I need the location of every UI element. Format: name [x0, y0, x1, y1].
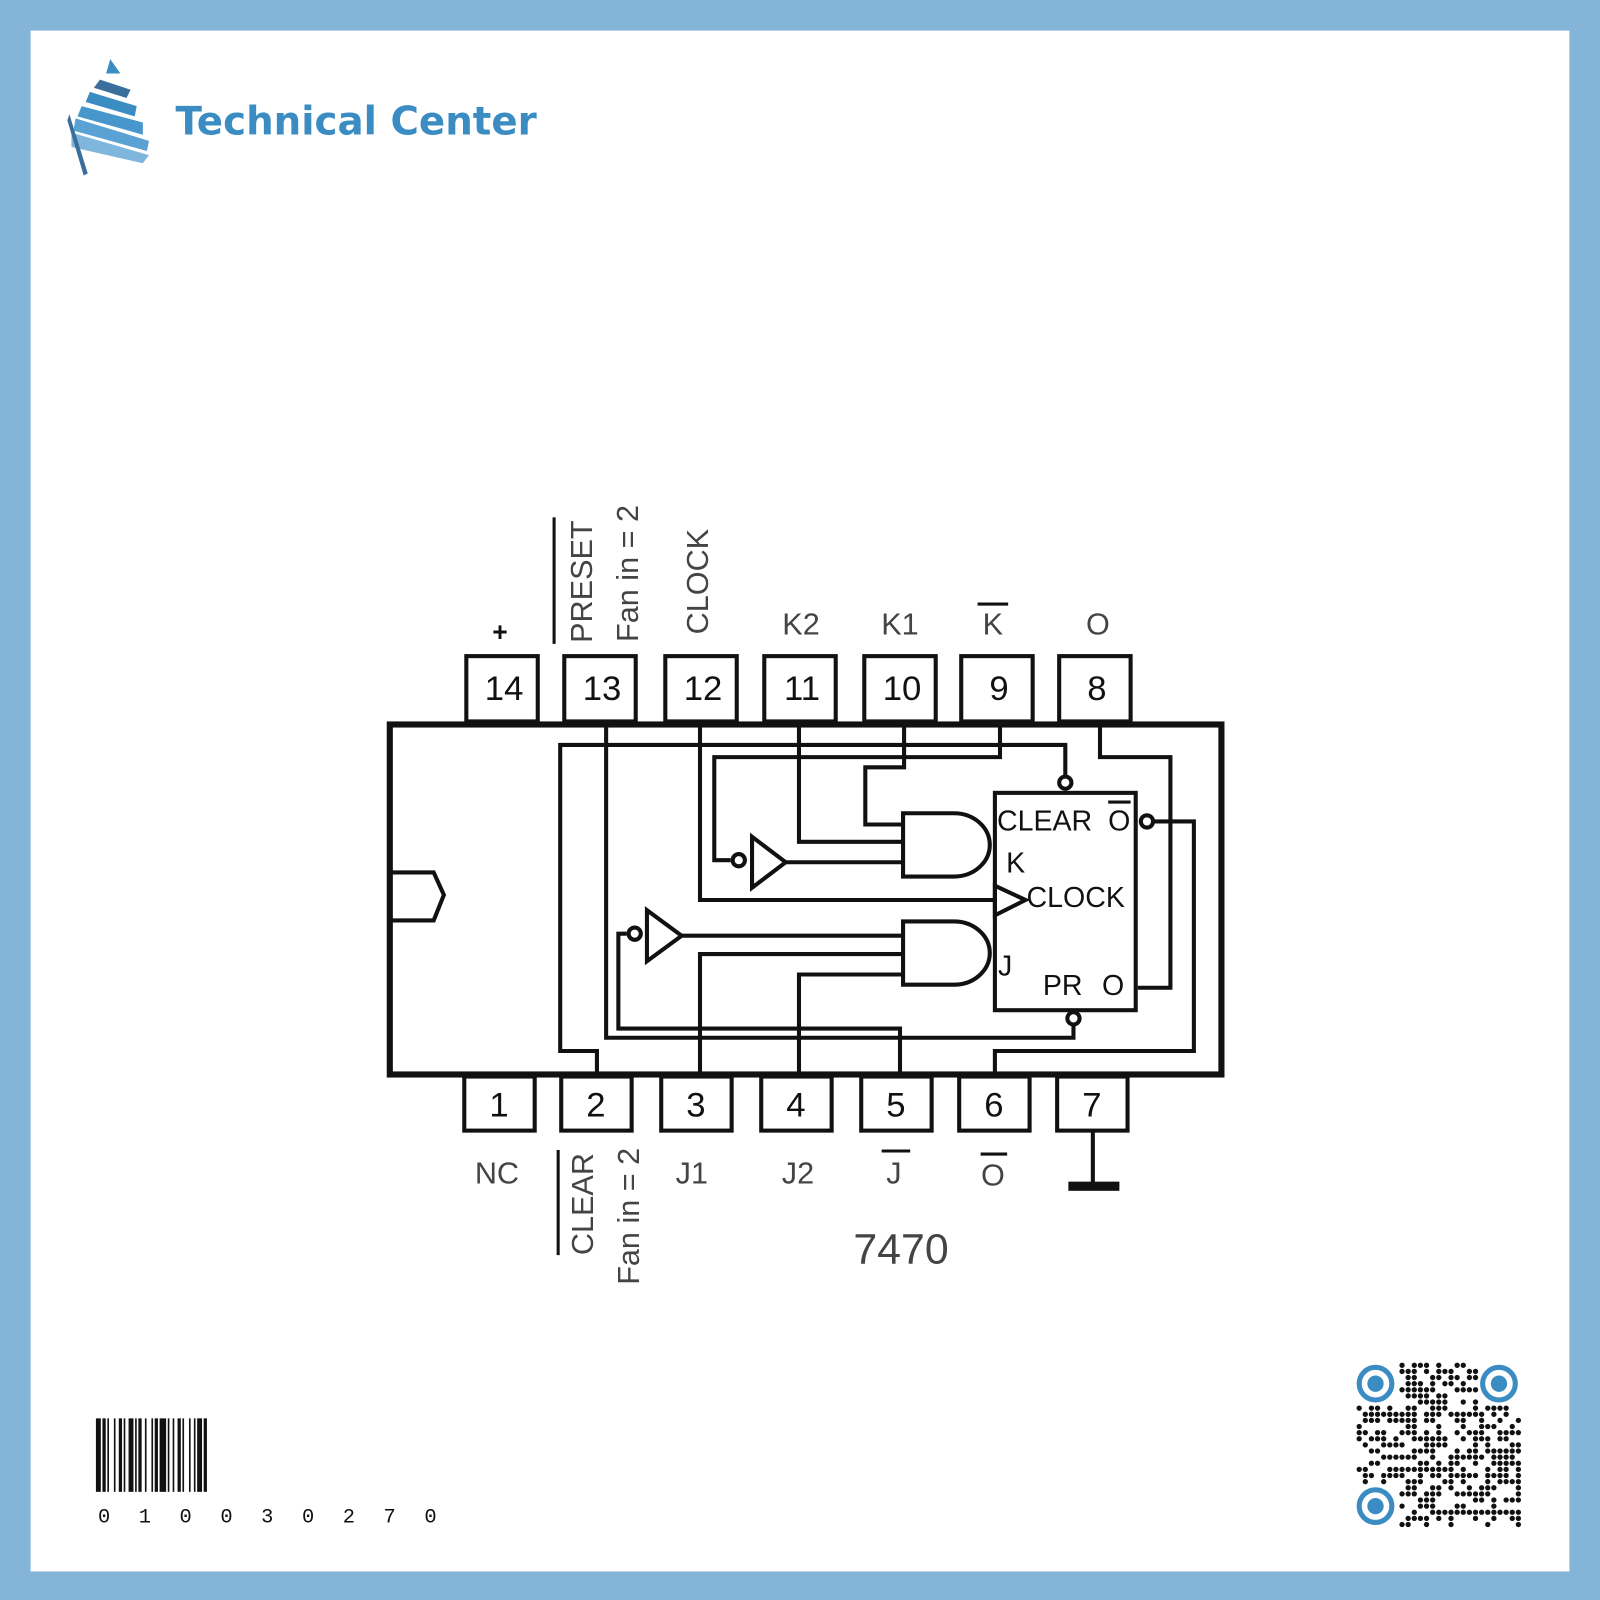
j2-label: J2 [782, 1157, 814, 1191]
qr-finder [1356, 1487, 1395, 1525]
barcode-bar [113, 1418, 116, 1492]
and-gate-j [901, 919, 992, 987]
k1-label: K1 [881, 608, 918, 642]
logo-mark-icon [67, 59, 149, 176]
pin-number: 6 [984, 1086, 1003, 1124]
and-gate-k [901, 811, 992, 879]
ff-k-label: K [1006, 847, 1025, 879]
barcode-bar [188, 1418, 191, 1492]
preset-fanin-label: Fan in = 2 [611, 505, 645, 642]
pin-number: 7 [1082, 1086, 1101, 1124]
barcode-bar [123, 1418, 126, 1492]
clock-label: CLOCK [681, 528, 715, 634]
pin-number: 3 [686, 1086, 705, 1124]
wiring: CLEAR O K CLOCK J PR O [558, 722, 1196, 1075]
nc-label: NC [475, 1157, 519, 1191]
barcode-number: 0 1 0 0 3 0 2 7 0 [98, 1506, 445, 1529]
pin-number: 10 [883, 670, 922, 708]
pin-number: 13 [583, 670, 622, 708]
barcode-bar [197, 1418, 203, 1492]
barcode-bar [159, 1418, 167, 1492]
ff-qbar-label: O [1108, 806, 1130, 838]
brand-logo: Technical Center [67, 59, 537, 176]
k2-label: K2 [782, 608, 819, 642]
pin-3: 3 [659, 1074, 734, 1133]
ff-clock-label: CLOCK [1027, 882, 1125, 914]
pin-number: 9 [989, 670, 1008, 708]
brand-name: Technical Center [176, 100, 537, 145]
barcode [95, 1418, 207, 1492]
top-pins: 14 13 12 11 10 9 8 [464, 654, 1133, 724]
q-label: O [1086, 608, 1110, 642]
barcode-bar [144, 1418, 147, 1492]
pin-9: 9 [959, 654, 1035, 724]
barcode-bar [107, 1418, 109, 1492]
pin-11: 11 [762, 654, 838, 724]
ff-clear-label: CLEAR [997, 806, 1092, 838]
inverter-bubble [626, 925, 643, 942]
pin-6: 6 [957, 1074, 1032, 1133]
part-number: 7470 [853, 1225, 948, 1273]
pin-7: 7 [1055, 1074, 1130, 1133]
pin-number: 1 [489, 1086, 508, 1124]
pin-number: 8 [1087, 670, 1106, 708]
pin-number: 12 [684, 670, 723, 708]
inverter-lower [644, 906, 686, 966]
barcode-bar [203, 1418, 207, 1492]
qr-finder [1356, 1364, 1395, 1403]
ff-q-label: O [1102, 970, 1124, 1002]
barcode-bar [182, 1418, 185, 1492]
clear-fanin-label: Fan in = 2 [612, 1148, 646, 1285]
qbar-bubble [1138, 813, 1156, 830]
barcode-bar [177, 1418, 181, 1492]
bottom-pins: 1 2 3 4 5 6 7 [462, 1074, 1130, 1133]
clear-bubble [1057, 774, 1074, 791]
barcode-bar [95, 1418, 101, 1492]
barcode-bar [172, 1418, 175, 1492]
barcode-bar [154, 1418, 158, 1492]
pin-14: 14 [464, 654, 540, 724]
pin-number: 4 [786, 1086, 805, 1124]
qr-code [1356, 1362, 1522, 1528]
pin-8: 8 [1057, 654, 1133, 724]
pin-number: 11 [784, 670, 820, 708]
clock-triangle-icon [992, 882, 1031, 919]
pin-5: 5 [859, 1074, 934, 1133]
j1-label: J1 [676, 1157, 708, 1191]
barcode-bar [193, 1418, 196, 1492]
ff-j-label: J [998, 951, 1012, 983]
pin-number: 14 [485, 670, 524, 708]
pin-12: 12 [663, 654, 739, 724]
barcode-bar [167, 1418, 170, 1492]
chip-notch [391, 870, 447, 923]
ground-icon [1068, 1130, 1120, 1191]
kbar-label: K [983, 608, 1004, 642]
barcode-bar [128, 1418, 134, 1492]
barcode-bar [102, 1418, 106, 1492]
barcode-bar [118, 1418, 123, 1492]
pin-10: 10 [862, 654, 938, 724]
barcode-bar [135, 1418, 137, 1492]
ff-pr-label: PR [1043, 970, 1083, 1002]
vcc-label: + [492, 617, 508, 647]
inverter-bubble [730, 852, 747, 869]
pin-1: 1 [462, 1074, 537, 1133]
preset-label: PRESET [565, 520, 599, 642]
pin-13: 13 [562, 654, 638, 724]
qbar-label: O [981, 1159, 1005, 1193]
clear-label: CLEAR [566, 1153, 600, 1255]
qr-finder [1480, 1364, 1518, 1403]
pin-number: 5 [886, 1086, 905, 1124]
inverter-upper [750, 832, 790, 892]
pin-2: 2 [559, 1074, 634, 1133]
barcode-bar [138, 1418, 142, 1492]
jbar-label: J [886, 1157, 901, 1191]
pin-4: 4 [759, 1074, 834, 1133]
barcode-bar [151, 1418, 154, 1492]
pin-number: 2 [586, 1086, 605, 1124]
